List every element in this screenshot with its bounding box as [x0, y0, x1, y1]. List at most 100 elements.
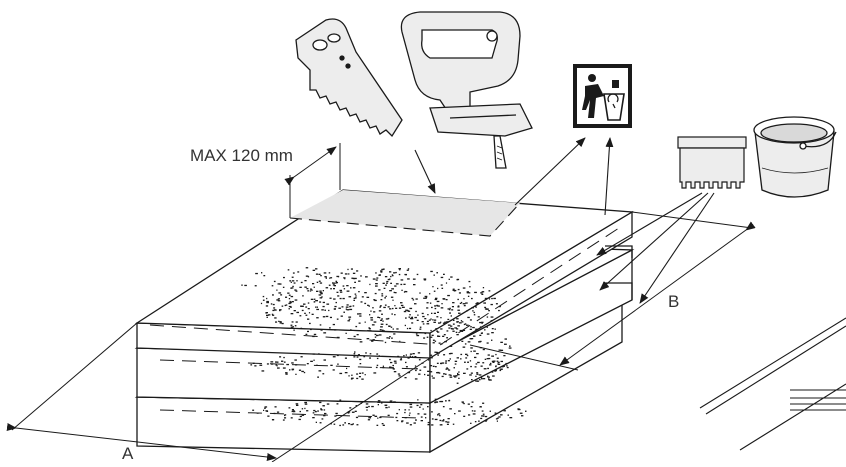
dispose-arrow-2	[604, 137, 614, 216]
speckle-dot	[309, 322, 311, 325]
speckle-dot	[464, 361, 466, 363]
speckle-dot	[491, 297, 493, 300]
speckle-dot	[484, 297, 488, 300]
speckle-dot	[392, 307, 394, 310]
speckle-dot	[446, 321, 449, 323]
speckle-dot	[430, 318, 432, 320]
adhesive-arrow-2	[599, 192, 709, 291]
speckle-dot	[339, 424, 341, 427]
speckle-dot	[458, 292, 461, 294]
speckle-dot	[495, 418, 498, 420]
speckle-dot	[397, 355, 400, 358]
speckle-dot	[266, 316, 268, 318]
speckle-dot	[332, 282, 336, 284]
speckle-dot	[382, 320, 384, 322]
speckle-dot	[304, 280, 307, 282]
speckle-dot	[481, 410, 484, 412]
speckle-dot	[448, 399, 451, 402]
speckle-dot	[266, 363, 269, 365]
speckle-dot	[493, 361, 495, 363]
jigsaw-icon	[400, 11, 533, 169]
speckle-dot	[416, 319, 419, 321]
speckle-dot	[436, 362, 439, 364]
speckle-dot	[364, 302, 367, 305]
speckle-dot	[484, 308, 487, 310]
speckle-dot	[460, 320, 463, 322]
speckle-dot	[470, 406, 473, 408]
speckle-dot	[480, 332, 483, 334]
speckle-dot	[396, 412, 399, 415]
speckle-dot	[456, 382, 459, 384]
speckle-dot	[266, 301, 269, 304]
speckle-dot	[332, 356, 336, 358]
speckle-dot	[382, 366, 385, 369]
speckle-dot	[346, 285, 349, 287]
speckle-dot	[473, 350, 476, 352]
speckle-dot	[397, 373, 401, 375]
speckle-dot	[433, 321, 436, 323]
speckle-dot	[328, 272, 331, 274]
speckle-dot	[475, 380, 478, 382]
speckle-dot	[375, 272, 377, 274]
speckle-dot	[379, 416, 382, 419]
speckle-dot	[491, 328, 494, 330]
speckle-dot	[461, 401, 464, 403]
speckle-dot	[484, 415, 488, 418]
speckle-dot	[451, 328, 454, 330]
speckle-dot	[508, 347, 512, 349]
speckle-dot	[434, 305, 437, 307]
speckle-dot	[278, 292, 282, 294]
speckle-dot	[346, 309, 350, 311]
speckle-dot	[409, 317, 412, 320]
speckle-dot	[329, 277, 331, 279]
adhesive-speckle-top	[241, 267, 501, 344]
speckle-dot	[371, 324, 375, 326]
speckle-dot	[289, 280, 292, 282]
speckle-dot	[399, 268, 401, 270]
speckle-dot	[382, 424, 385, 426]
speckle-dot	[457, 306, 460, 308]
speckle-dot	[287, 292, 290, 294]
cut-zone	[290, 190, 520, 236]
speckle-dot	[503, 410, 506, 412]
speckle-dot	[351, 411, 355, 413]
speckle-dot	[427, 370, 430, 372]
speckle-dot	[452, 423, 455, 425]
speckle-dot	[449, 307, 451, 309]
speckle-dot	[378, 310, 382, 312]
speckle-dot	[427, 424, 430, 426]
speckle-dot	[364, 321, 366, 323]
speckle-dot	[361, 378, 364, 380]
speckle-dot	[430, 371, 433, 373]
speckle-dot	[289, 369, 291, 371]
speckle-dot	[487, 375, 489, 377]
speckle-dot	[494, 369, 497, 371]
speckle-dot	[482, 402, 485, 404]
speckle-dot	[499, 369, 502, 372]
speckle-dot	[348, 296, 352, 298]
speckle-dot	[330, 423, 332, 425]
speckle-dot	[398, 273, 401, 276]
speckle-dot	[292, 272, 295, 274]
speckle-dot	[337, 295, 340, 297]
speckle-dot	[481, 321, 484, 323]
speckle-dot	[384, 304, 387, 306]
speckle-dot	[519, 412, 523, 414]
speckle-dot	[307, 308, 310, 310]
speckle-dot	[431, 312, 433, 314]
speckle-dot	[380, 270, 383, 272]
speckle-dot	[440, 362, 442, 365]
speckle-dot	[389, 271, 392, 273]
speckle-dot	[475, 328, 478, 330]
speckle-dot	[272, 303, 275, 306]
speckle-dot	[439, 424, 442, 426]
speckle-dot	[496, 417, 499, 419]
speckle-dot	[469, 319, 472, 321]
speckle-dot	[319, 291, 322, 294]
speckle-dot	[339, 399, 342, 401]
speckle-dot	[401, 289, 403, 291]
speckle-dot	[294, 325, 297, 327]
speckle-dot	[300, 327, 303, 329]
speckle-dot	[378, 289, 381, 291]
speckle-dot	[426, 336, 429, 338]
